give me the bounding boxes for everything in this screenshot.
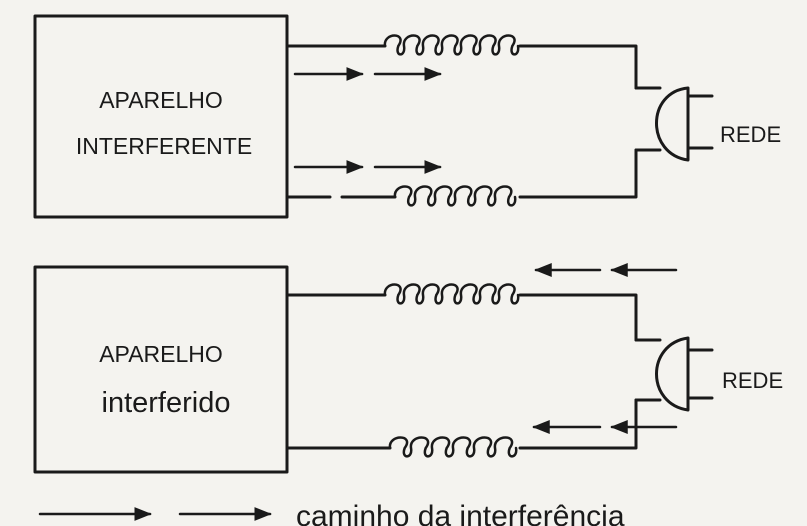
interfering-device-label-line2: INTERFERENTE xyxy=(76,133,252,159)
top-lower-wire xyxy=(285,148,638,199)
bottom-interference-arrows xyxy=(532,263,678,434)
bottom-upper-choke-coil xyxy=(383,283,520,305)
top-mains-plug xyxy=(634,86,714,162)
interfering-device-label-line1: APARELHO xyxy=(99,87,223,113)
bottom-network-label: REDE xyxy=(722,368,783,393)
bottom-upper-wire xyxy=(285,293,638,342)
legend: caminho da interferência xyxy=(38,500,625,526)
bottom-lower-wire xyxy=(285,398,638,450)
bottom-lower-choke-coil xyxy=(388,436,518,458)
top-lower-choke-coil xyxy=(393,185,517,207)
affected-device-box xyxy=(33,265,289,474)
interfering-device-box xyxy=(33,14,289,219)
top-interference-arrows xyxy=(293,67,442,174)
top-upper-wire xyxy=(285,44,638,90)
affected-device-label-line1: APARELHO xyxy=(99,341,223,367)
affected-device-label-line2: interferido xyxy=(102,387,231,419)
legend-text: caminho da interferência xyxy=(296,500,625,526)
bottom-mains-plug xyxy=(634,336,714,412)
top-upper-choke-coil xyxy=(383,34,520,56)
top-network-label: REDE xyxy=(720,122,781,147)
